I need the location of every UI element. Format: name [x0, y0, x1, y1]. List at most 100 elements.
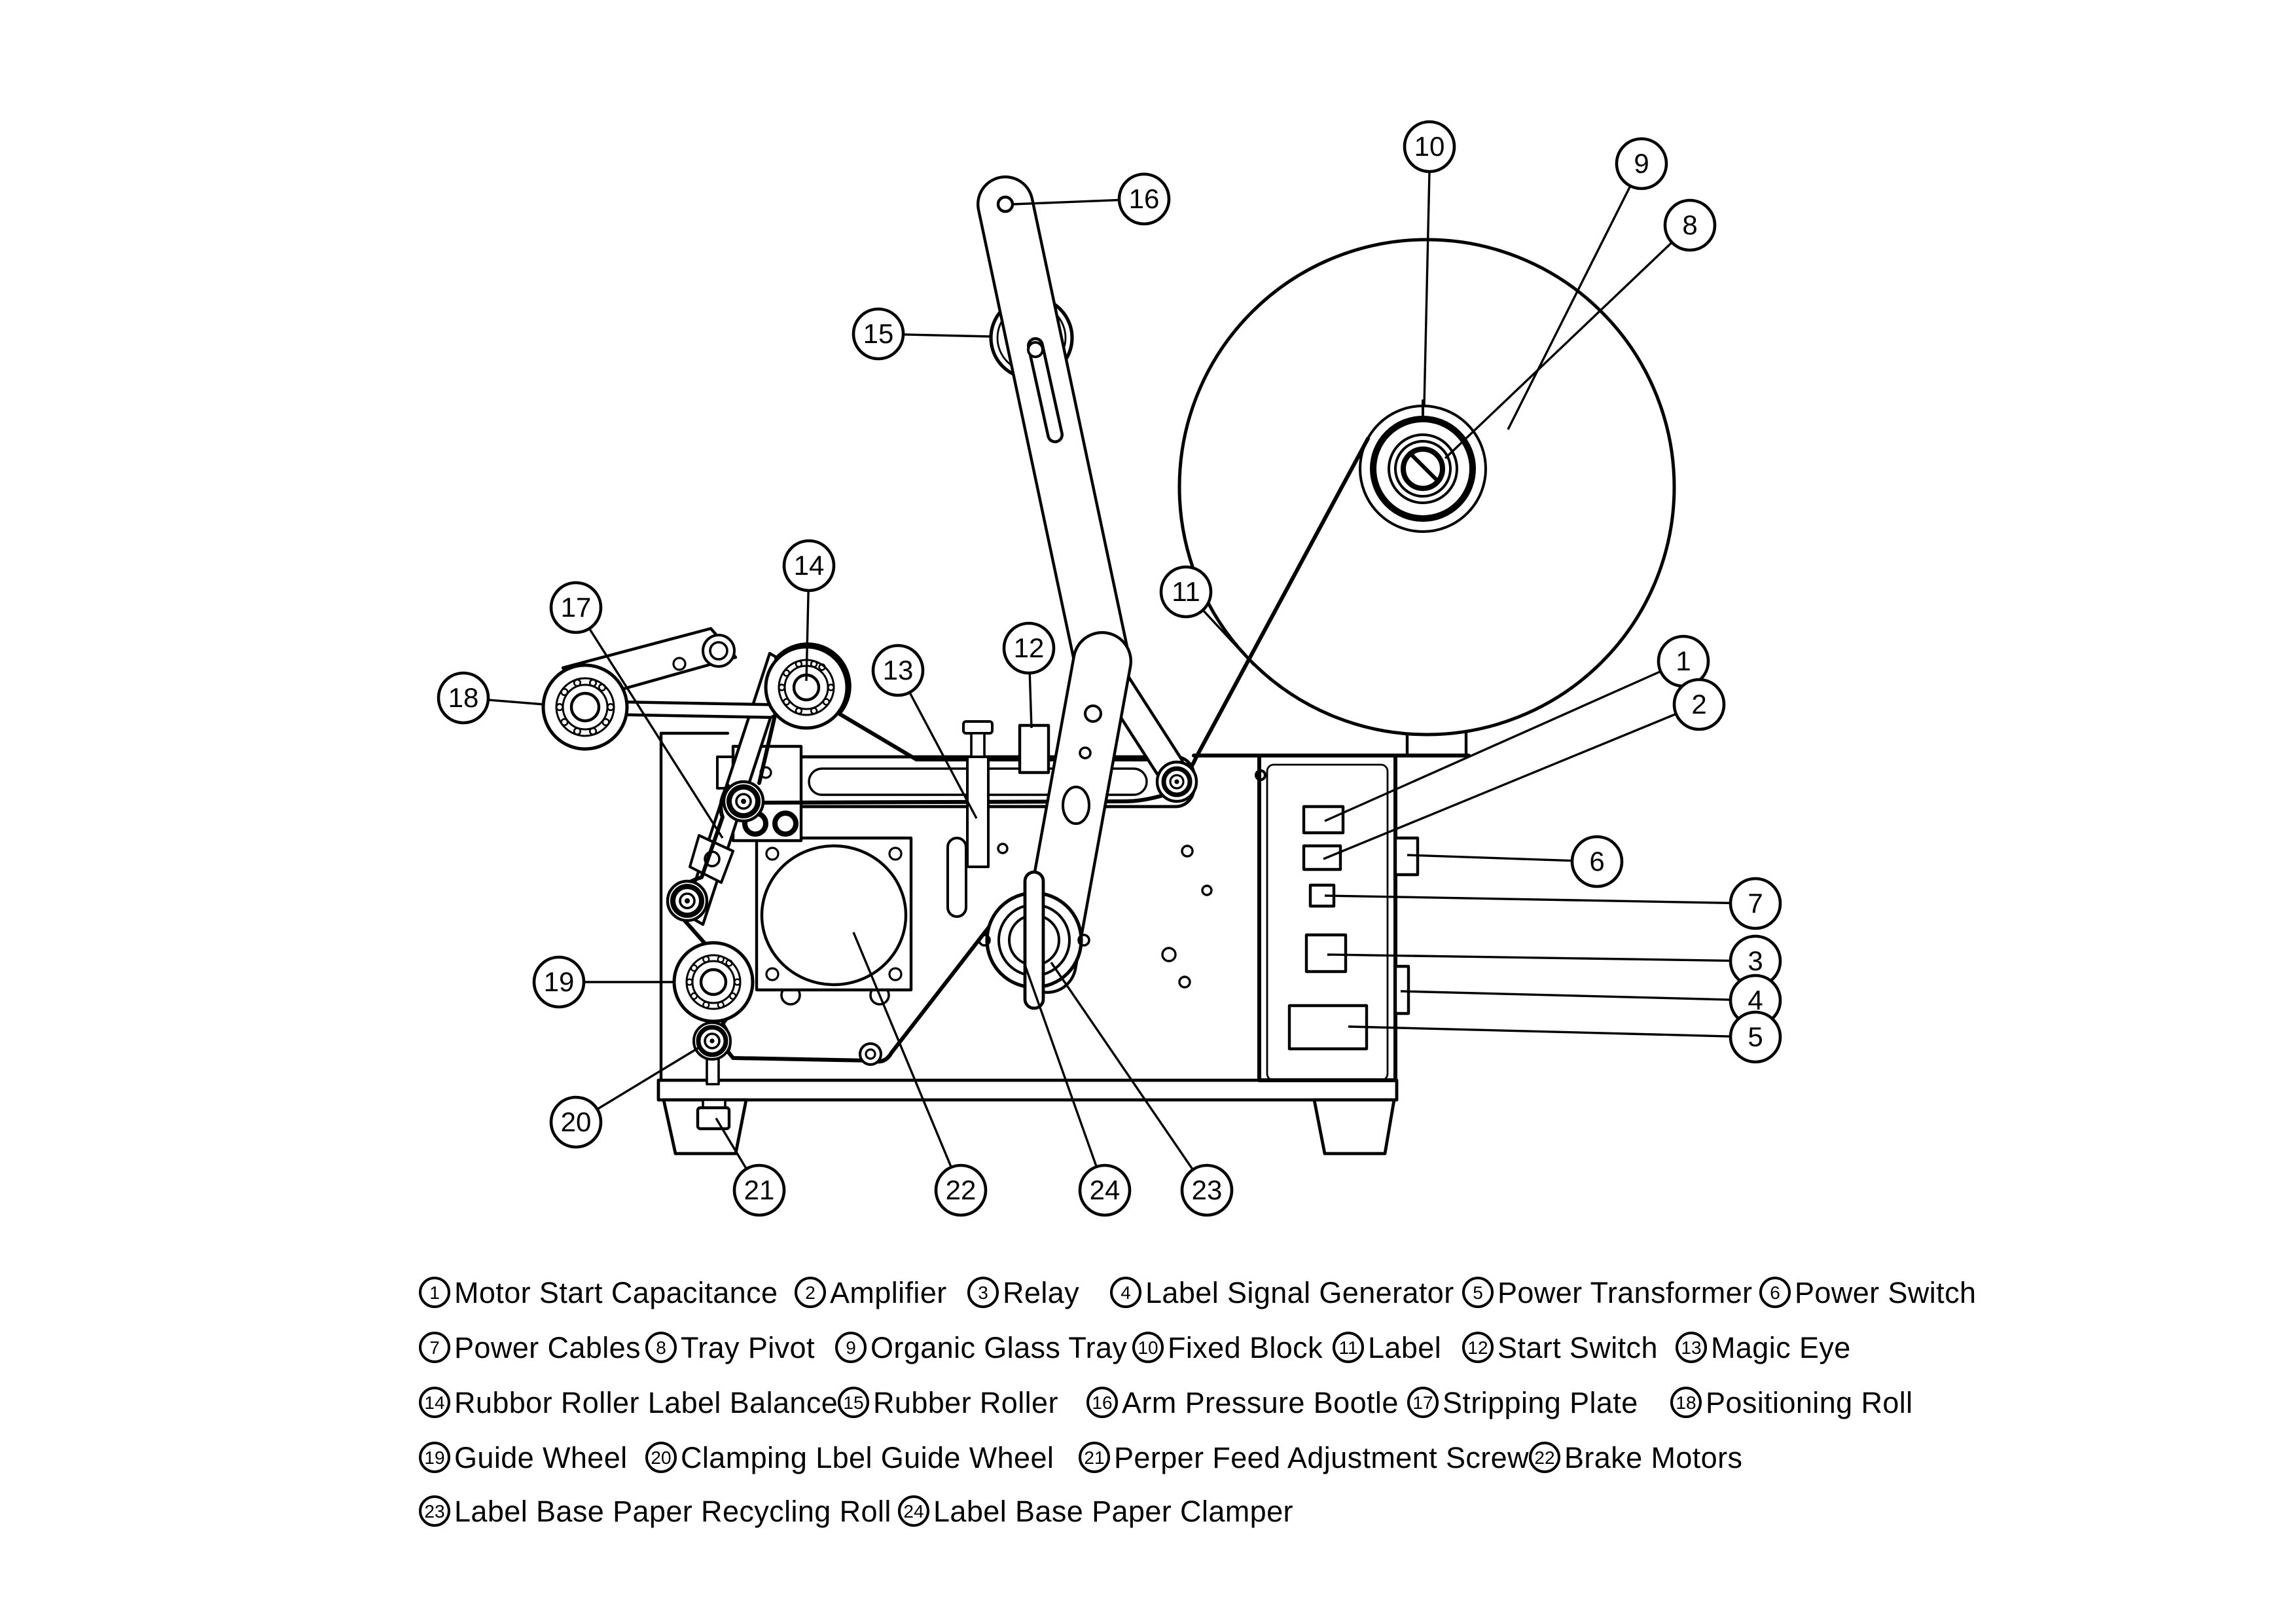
legend-num-20: 20 — [651, 1448, 671, 1468]
legend-label-16: Arm Pressure Bootle — [1122, 1386, 1399, 1419]
callouts: 1 2 3 4 5 6 7 8 9 10 11 12 13 14 15 16 1… — [437, 120, 1782, 1217]
legend-num-21: 21 — [1084, 1448, 1104, 1468]
paper-clamper-bar — [1023, 870, 1045, 1010]
arm-oval-hole — [1062, 786, 1090, 825]
legend-num-10: 10 — [1138, 1338, 1158, 1358]
legend-label-9: Organic Glass Tray — [870, 1331, 1127, 1364]
legend-num-17: 17 — [1412, 1393, 1433, 1413]
magic-eye — [962, 720, 994, 868]
rollers — [541, 645, 1198, 1131]
callout-18: 18 — [437, 671, 490, 725]
legend-label-5: Power Transformer — [1498, 1276, 1752, 1309]
legend-item-16: 16 Arm Pressure Bootle — [1086, 1386, 1399, 1419]
legend-num-9: 9 — [846, 1338, 856, 1358]
legend-label-2: Amplifier — [830, 1276, 947, 1309]
callout-11: 11 — [1159, 565, 1213, 619]
callout-9: 9 — [1615, 137, 1668, 191]
stripper-bracket — [689, 834, 734, 884]
legend-num-13: 13 — [1681, 1338, 1701, 1358]
motor-circle — [760, 844, 908, 987]
amplifier — [1302, 844, 1342, 871]
sensors — [962, 720, 1050, 868]
legend-num-16: 16 — [1092, 1393, 1112, 1413]
legend-item-20: 20 Clamping Lbel Guide Wheel — [645, 1441, 1054, 1474]
callout-24-number: 24 — [1090, 1175, 1121, 1205]
callout-14: 14 — [782, 539, 836, 593]
feed-adjustment-screw — [696, 1099, 731, 1131]
legend-label-15: Rubber Roller — [873, 1386, 1058, 1419]
callout-22: 22 — [934, 1163, 988, 1217]
callout-13-number: 13 — [883, 655, 914, 685]
legend-label-12: Start Switch — [1498, 1331, 1658, 1364]
callout-15: 15 — [852, 307, 905, 361]
clamping-guide-wheel — [692, 1021, 732, 1085]
label-signal-generator — [1393, 964, 1410, 1015]
legend-label-23: Label Base Paper Recycling Roll — [454, 1495, 891, 1528]
web-guide-roller-lower — [666, 879, 709, 922]
legend-label-3: Relay — [1003, 1276, 1079, 1309]
legend-num-6: 6 — [1770, 1283, 1780, 1303]
arm-slot-pin — [1027, 341, 1044, 358]
callout-13: 13 — [871, 644, 925, 697]
legend-label-18: Positioning Roll — [1706, 1386, 1913, 1419]
callout-2-number: 2 — [1691, 689, 1706, 720]
legend-num-11: 11 — [1338, 1338, 1357, 1358]
legend-label-14: Rubbor Roller Label Balance — [454, 1386, 838, 1419]
fixed-block-hub — [1359, 399, 1487, 533]
positioning-roll — [541, 663, 629, 751]
frame-slot — [946, 837, 967, 918]
callout-24: 24 — [1078, 1163, 1132, 1217]
motor-start-capacitance — [1302, 805, 1345, 835]
callout-16: 16 — [1117, 172, 1171, 226]
legend-label-19: Guide Wheel — [454, 1441, 628, 1474]
legend-num-23: 23 — [424, 1501, 444, 1522]
legend-item-9: 9 Organic Glass Tray — [835, 1331, 1127, 1364]
callout-3-number: 3 — [1748, 945, 1763, 976]
relay — [1304, 933, 1348, 974]
web-guide-roller-upper — [722, 780, 765, 823]
legend-item-23: 23 Label Base Paper Recycling Roll — [419, 1495, 891, 1528]
legend-item-5: 5 Power Transformer — [1462, 1276, 1752, 1309]
callout-17: 17 — [549, 581, 603, 634]
callout-18-number: 18 — [448, 682, 479, 713]
brake-motor-plate — [755, 836, 913, 1006]
legend-num-19: 19 — [424, 1448, 444, 1468]
legend-item-15: 15 Rubber Roller — [838, 1386, 1058, 1419]
machine-base — [656, 1078, 1399, 1156]
callout-14-number: 14 — [794, 550, 825, 581]
callout-12: 12 — [1002, 621, 1056, 675]
callout-17-number: 17 — [561, 592, 592, 623]
start-switch — [1018, 723, 1050, 775]
legend-num-5: 5 — [1473, 1283, 1483, 1303]
callout-20-number: 20 — [561, 1106, 592, 1137]
callout-8: 8 — [1663, 198, 1717, 252]
legend-num-22: 22 — [1534, 1448, 1554, 1468]
guide-wheel — [672, 941, 755, 1023]
legend-num-15: 15 — [843, 1393, 863, 1413]
callout-23-number: 23 — [1192, 1175, 1223, 1205]
callout-4: 4 — [1729, 974, 1782, 1027]
callout-22-number: 22 — [946, 1175, 977, 1205]
callout-2: 2 — [1672, 678, 1726, 731]
legend-label-20: Clamping Lbel Guide Wheel — [681, 1441, 1054, 1474]
legend-label-4: Label Signal Generator — [1145, 1276, 1454, 1309]
callout-12-number: 12 — [1014, 632, 1045, 663]
leader-lines — [463, 163, 1756, 1191]
tray-pivot-slash — [1408, 451, 1438, 481]
callout-7-number: 7 — [1748, 888, 1763, 919]
label-roll — [1177, 238, 1676, 737]
callout-5-number: 5 — [1748, 1021, 1763, 1052]
legend-num-24: 24 — [903, 1501, 924, 1522]
